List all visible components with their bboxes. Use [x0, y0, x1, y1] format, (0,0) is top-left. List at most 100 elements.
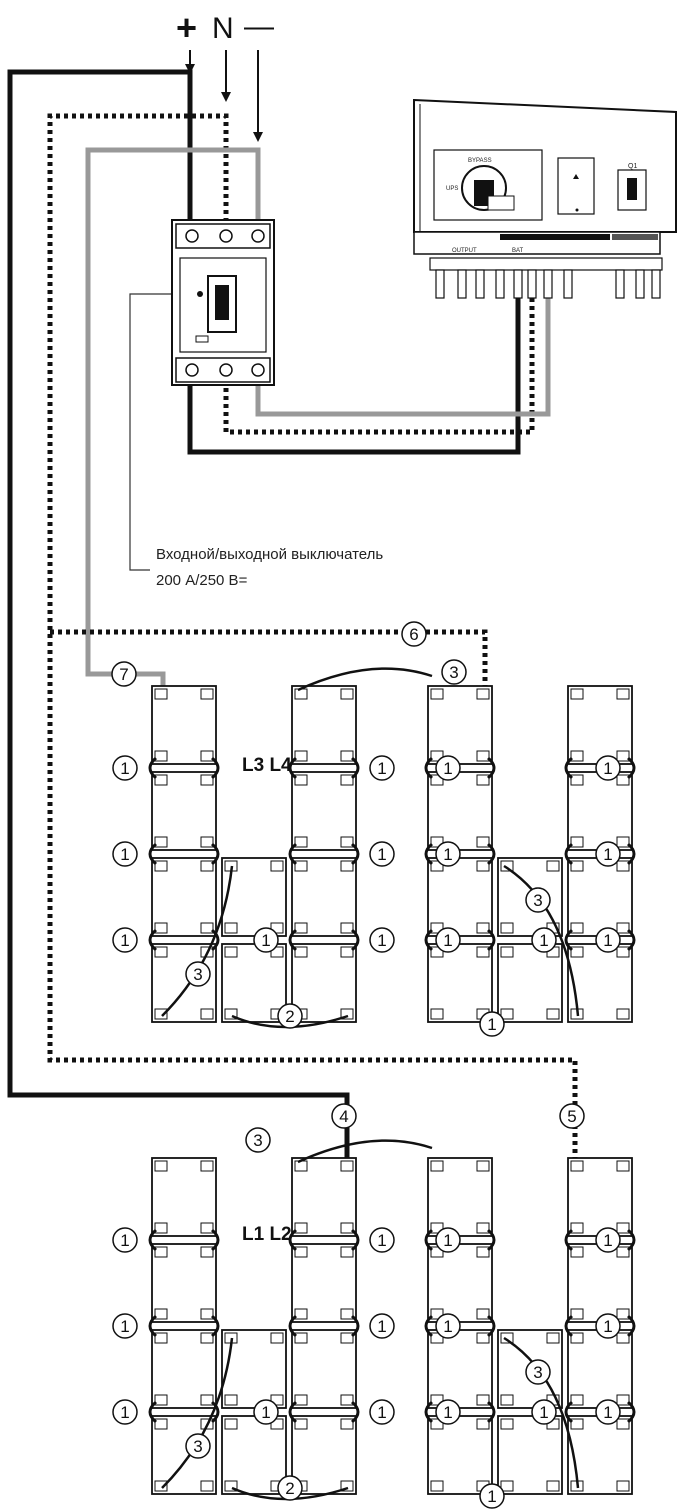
cable-number-1: 1 [112, 1399, 138, 1425]
number-circle-icon [185, 961, 211, 987]
jumper-cable [288, 756, 298, 780]
number-circle-icon [112, 1313, 138, 1339]
battery-terminal [340, 688, 354, 700]
battery-terminal [340, 922, 354, 934]
number-circle-icon [331, 1103, 357, 1129]
number-circle-icon [435, 755, 461, 781]
battery-terminal [430, 836, 444, 848]
battery-icon [567, 943, 633, 1023]
battery-terminal [430, 750, 444, 762]
jumper-cable [626, 1228, 636, 1252]
battery-terminal [500, 860, 514, 872]
arrow-down-icon [253, 132, 263, 142]
ups-neutral-wire [223, 290, 535, 435]
battery-terminal [270, 1418, 284, 1430]
battery-terminal [200, 836, 214, 848]
cable-number-1: 1 [531, 1399, 557, 1425]
jumper-cable [564, 1400, 574, 1424]
battery-terminal [430, 774, 444, 786]
cable-number-label: 1 [603, 1317, 612, 1336]
cable-number-1: 1 [369, 1399, 395, 1425]
cable-number-2: 2 [277, 1475, 303, 1501]
number-circle-icon [112, 927, 138, 953]
battery-terminal [430, 688, 444, 700]
number-circle-icon [435, 1399, 461, 1425]
battery-terminal [294, 1160, 308, 1172]
jumper-cable [424, 928, 434, 952]
jumper-cable [503, 864, 580, 1017]
number-circle-icon [435, 927, 461, 953]
cable-number-1: 1 [112, 841, 138, 867]
battery-terminal [476, 688, 490, 700]
battery-icon [427, 1329, 493, 1409]
cable-number-label: 2 [285, 1479, 294, 1498]
battery-terminal [200, 774, 214, 786]
battery-terminal [154, 774, 168, 786]
number-circle-icon [112, 1227, 138, 1253]
jumper-cable [297, 667, 433, 692]
number-circle-icon [531, 927, 557, 953]
number-circle-icon [595, 841, 621, 867]
cable-number-label: 3 [449, 663, 458, 682]
cable-number-label: 1 [377, 759, 386, 778]
cable-number-1: 1 [369, 1313, 395, 1339]
number-circle-icon [277, 1475, 303, 1501]
battery-terminal [294, 1332, 308, 1344]
battery-terminal [340, 750, 354, 762]
cable-number-label: 1 [487, 1487, 496, 1506]
battery-terminal [294, 860, 308, 872]
jumper-cable [424, 1400, 434, 1424]
cable-number-label: 1 [377, 1231, 386, 1250]
number-circle-icon [595, 755, 621, 781]
cable-number-7: 7 [111, 661, 137, 687]
battery-terminal [294, 750, 308, 762]
terminal-screw-icon [251, 229, 265, 243]
jumper-cable [424, 1314, 434, 1338]
jumper-cable [424, 842, 434, 866]
jumper-cable [148, 756, 158, 780]
battery-terminal [294, 946, 308, 958]
ups-label: UPS [446, 186, 458, 192]
jumper-cable [424, 756, 434, 780]
number-circle-icon [111, 661, 137, 687]
battery-terminal [154, 860, 168, 872]
battery-terminal [200, 860, 214, 872]
neutral-label: N [212, 12, 234, 45]
battery-icon [151, 1243, 217, 1323]
cable-number-label: 1 [120, 1403, 129, 1422]
battery-icon [567, 857, 633, 937]
battery-terminal [154, 688, 168, 700]
battery-terminal [154, 1160, 168, 1172]
number-circle-icon [277, 1003, 303, 1029]
plus-label: + [176, 7, 197, 48]
battery-terminal [294, 922, 308, 934]
battery-terminal [616, 860, 630, 872]
arrow-down-icon [185, 64, 195, 74]
jumper-cable [161, 1337, 234, 1489]
bypass-label: BYPASS [468, 158, 492, 164]
battery-terminal [476, 860, 490, 872]
battery-terminal [616, 1222, 630, 1234]
jumper-cable [350, 1400, 360, 1424]
battery-terminal [476, 1222, 490, 1234]
battery-icon [427, 771, 493, 851]
jumper-cable [564, 756, 574, 780]
cable-number-3: 3 [245, 1127, 271, 1153]
number-circle-icon [595, 1399, 621, 1425]
jumper-cable [486, 928, 496, 952]
cable-number-label: 2 [285, 1007, 294, 1026]
battery-terminal [616, 750, 630, 762]
jumper-cable [288, 1228, 298, 1252]
battery-terminal [270, 922, 284, 934]
cable-number-1: 1 [112, 1313, 138, 1339]
jumper-cable [626, 1400, 636, 1424]
battery-icon [427, 943, 493, 1023]
cable-number-label: 1 [377, 931, 386, 950]
battery-terminal [616, 1394, 630, 1406]
battery-terminal [430, 1246, 444, 1258]
battery-terminal [154, 1008, 168, 1020]
battery-icon [291, 771, 357, 851]
jumper-cable [626, 928, 636, 952]
battery-terminal [154, 1246, 168, 1258]
cable-lug-icon [435, 269, 445, 299]
